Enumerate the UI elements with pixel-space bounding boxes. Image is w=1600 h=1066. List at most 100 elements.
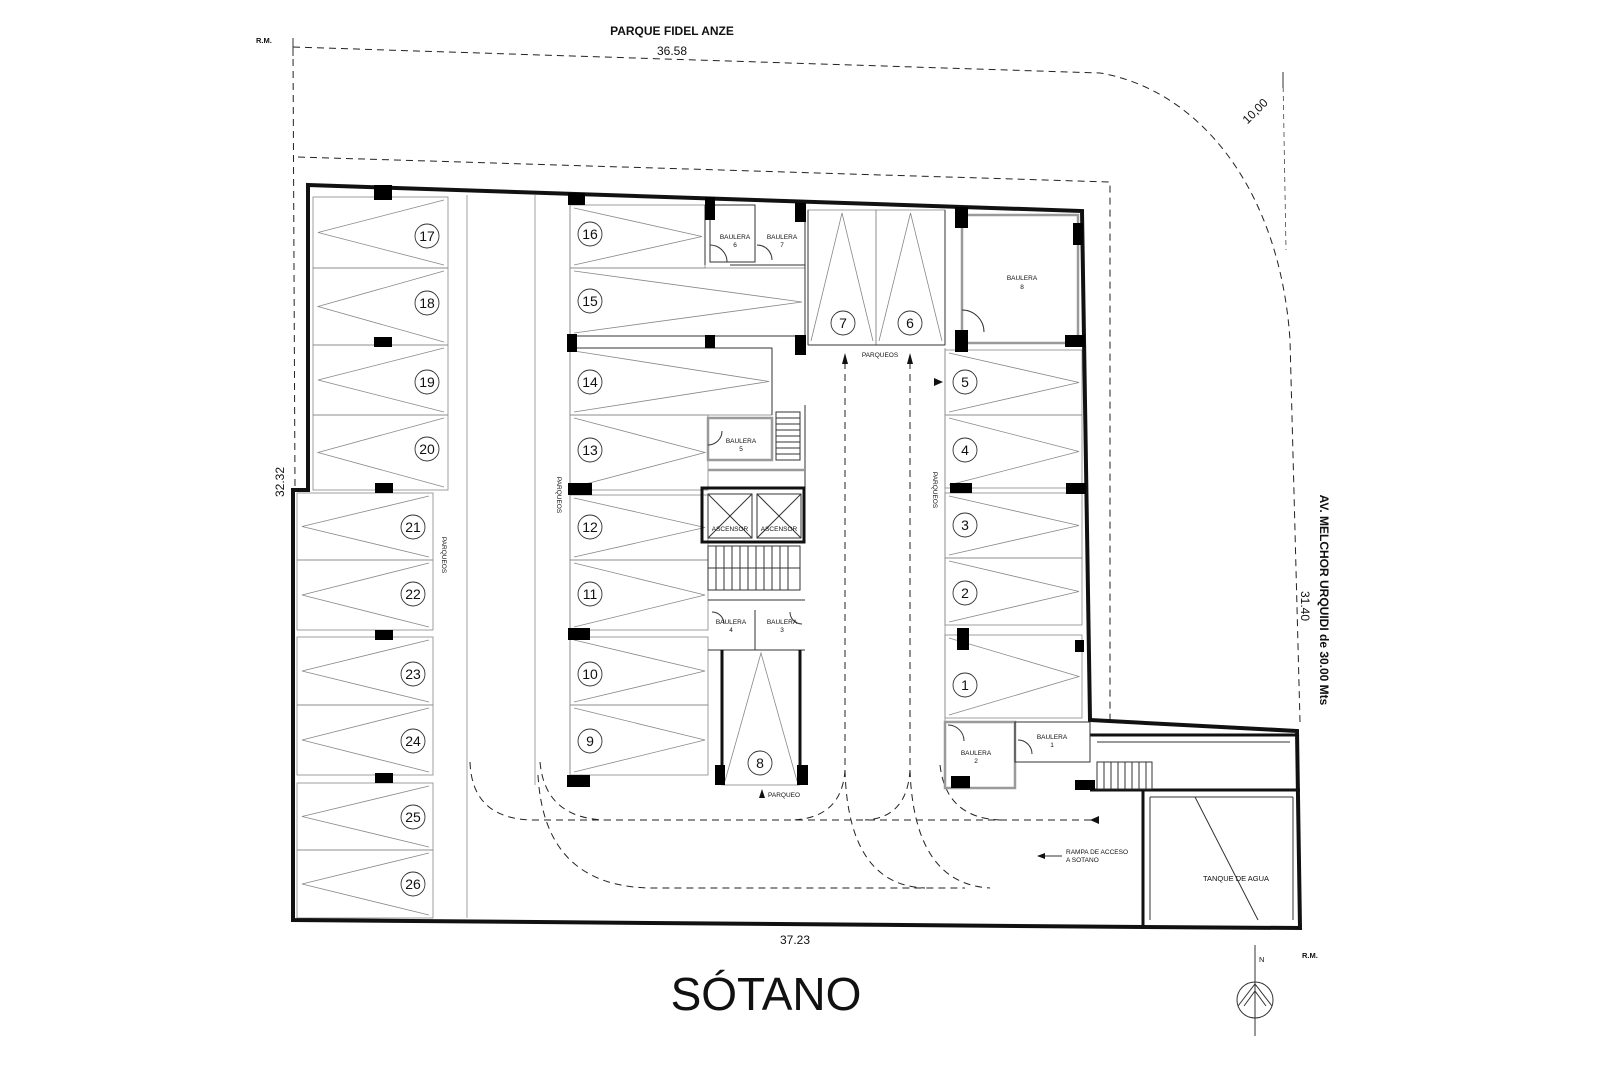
elevator-core: ASCENSOR ASCENSOR [700,486,806,544]
top-dimension: 36.58 [657,44,687,58]
plan-title: SÓTANO [671,968,862,1020]
storage-label: BAULERA [1007,275,1038,282]
aisle-lines [466,195,946,918]
structural-column [951,776,970,788]
parking-space: 17 [312,196,449,269]
storage-label: BAULERA [767,619,798,626]
structural-column [1065,335,1085,347]
space-number-circle [414,369,440,395]
space-number: 23 [405,666,421,682]
structural-column [375,483,393,493]
reference-mark: R.M. [1302,951,1318,960]
parking-space-marking [948,352,1080,413]
drive-path [939,764,1001,821]
storage-room-1-wall [1014,721,1091,763]
space-number: 3 [961,517,969,533]
parking-space-marking [301,639,430,703]
parking-space-marking [573,639,706,703]
structural-column [1075,780,1095,790]
space-number: 1 [961,677,969,693]
space-number-circle [400,581,426,607]
space-number-circle [400,804,426,830]
space-number: 16 [582,226,598,242]
space-number: 26 [405,876,421,892]
storage-label: BAULERA [726,438,757,445]
space-number: 15 [582,293,598,309]
structural-column [568,193,585,205]
space-number: 10 [582,666,598,682]
space-number-circle [830,310,856,336]
parking-space-marking [948,560,1080,623]
space-number: 17 [419,228,435,244]
parking-space-marking [301,495,430,558]
drive-path [791,769,846,821]
reference-mark: R.M. [256,36,272,45]
stair-treads [776,417,800,455]
parking-space: 7 [807,209,877,346]
drive-path [469,761,1092,821]
drive-path [539,761,606,821]
drive-path [844,362,926,889]
drive-path [537,774,965,889]
parking-space: 11 [569,559,709,631]
stair-treads [1103,762,1147,789]
parking-space-outline [296,559,434,631]
north-circle [1236,981,1274,1019]
stairs-upper [708,411,805,472]
space-number-circle [400,514,426,540]
elevator-shaft-wall [700,486,806,544]
parking-space-marking [724,651,798,782]
parking-space: 24 [296,704,434,776]
structural-column [715,765,725,785]
storage-label: BAULERA [720,234,751,241]
structural-column [950,483,972,493]
parking-space: 6 [875,209,946,346]
parking-space-marking [316,270,445,343]
parking-space: 14 [569,347,773,416]
parking-labels: PARQUEOS PARQUEOS PARQUEOS PARQUEOS PARQ… [440,352,938,799]
space-number-circle [952,580,978,606]
property-line-left [292,46,296,491]
parking-space-marking [573,350,770,413]
parking-space: 15 [569,267,806,337]
right-street-name: AV. MELCHOR URQUIDI de 30.00 Mts [1317,495,1331,706]
storage-number: 3 [780,627,784,634]
corner-dimension: 10,00 [1240,95,1271,126]
parking-space: 4 [944,414,1083,489]
elevator-cross-icon [707,493,753,539]
tank-diagonal [1194,796,1259,921]
structural-column [567,775,590,787]
parking-space: 21 [296,492,434,561]
building-outline [291,182,1303,931]
space-number: 6 [906,315,914,331]
storage-room-6-wall [709,204,756,263]
door-swing [1017,739,1033,755]
parking-space-marking [573,417,707,488]
drive-path [864,769,911,821]
arrow-up-icon [759,789,765,798]
space-number-circle [952,369,978,395]
structural-column [375,630,393,640]
structural-columns [374,185,1095,790]
storage-number: 6 [733,242,737,249]
parking-space-outline [296,849,434,919]
space-number: 18 [419,295,435,311]
elevator-label: ASCENSOR [712,526,749,533]
storage-number: 7 [780,242,784,249]
parking-space-marking [316,417,445,488]
door-swing [947,724,965,742]
aisle-label: PARQUEOS [555,477,562,514]
space-number: 13 [582,442,598,458]
parking-space: 23 [296,636,434,706]
stairs-ramp [1096,761,1153,790]
parking-space: 16 [569,204,706,269]
space-number-circle [577,288,603,314]
property-line [292,46,1301,723]
space-number: 5 [961,374,969,390]
elevator-car [756,493,802,539]
arrow-up-icon [907,353,913,364]
space-number-circle [952,437,978,463]
door-swing [789,611,803,625]
parking-space-outline [296,704,434,776]
corner-dimension-line [1282,77,1287,251]
